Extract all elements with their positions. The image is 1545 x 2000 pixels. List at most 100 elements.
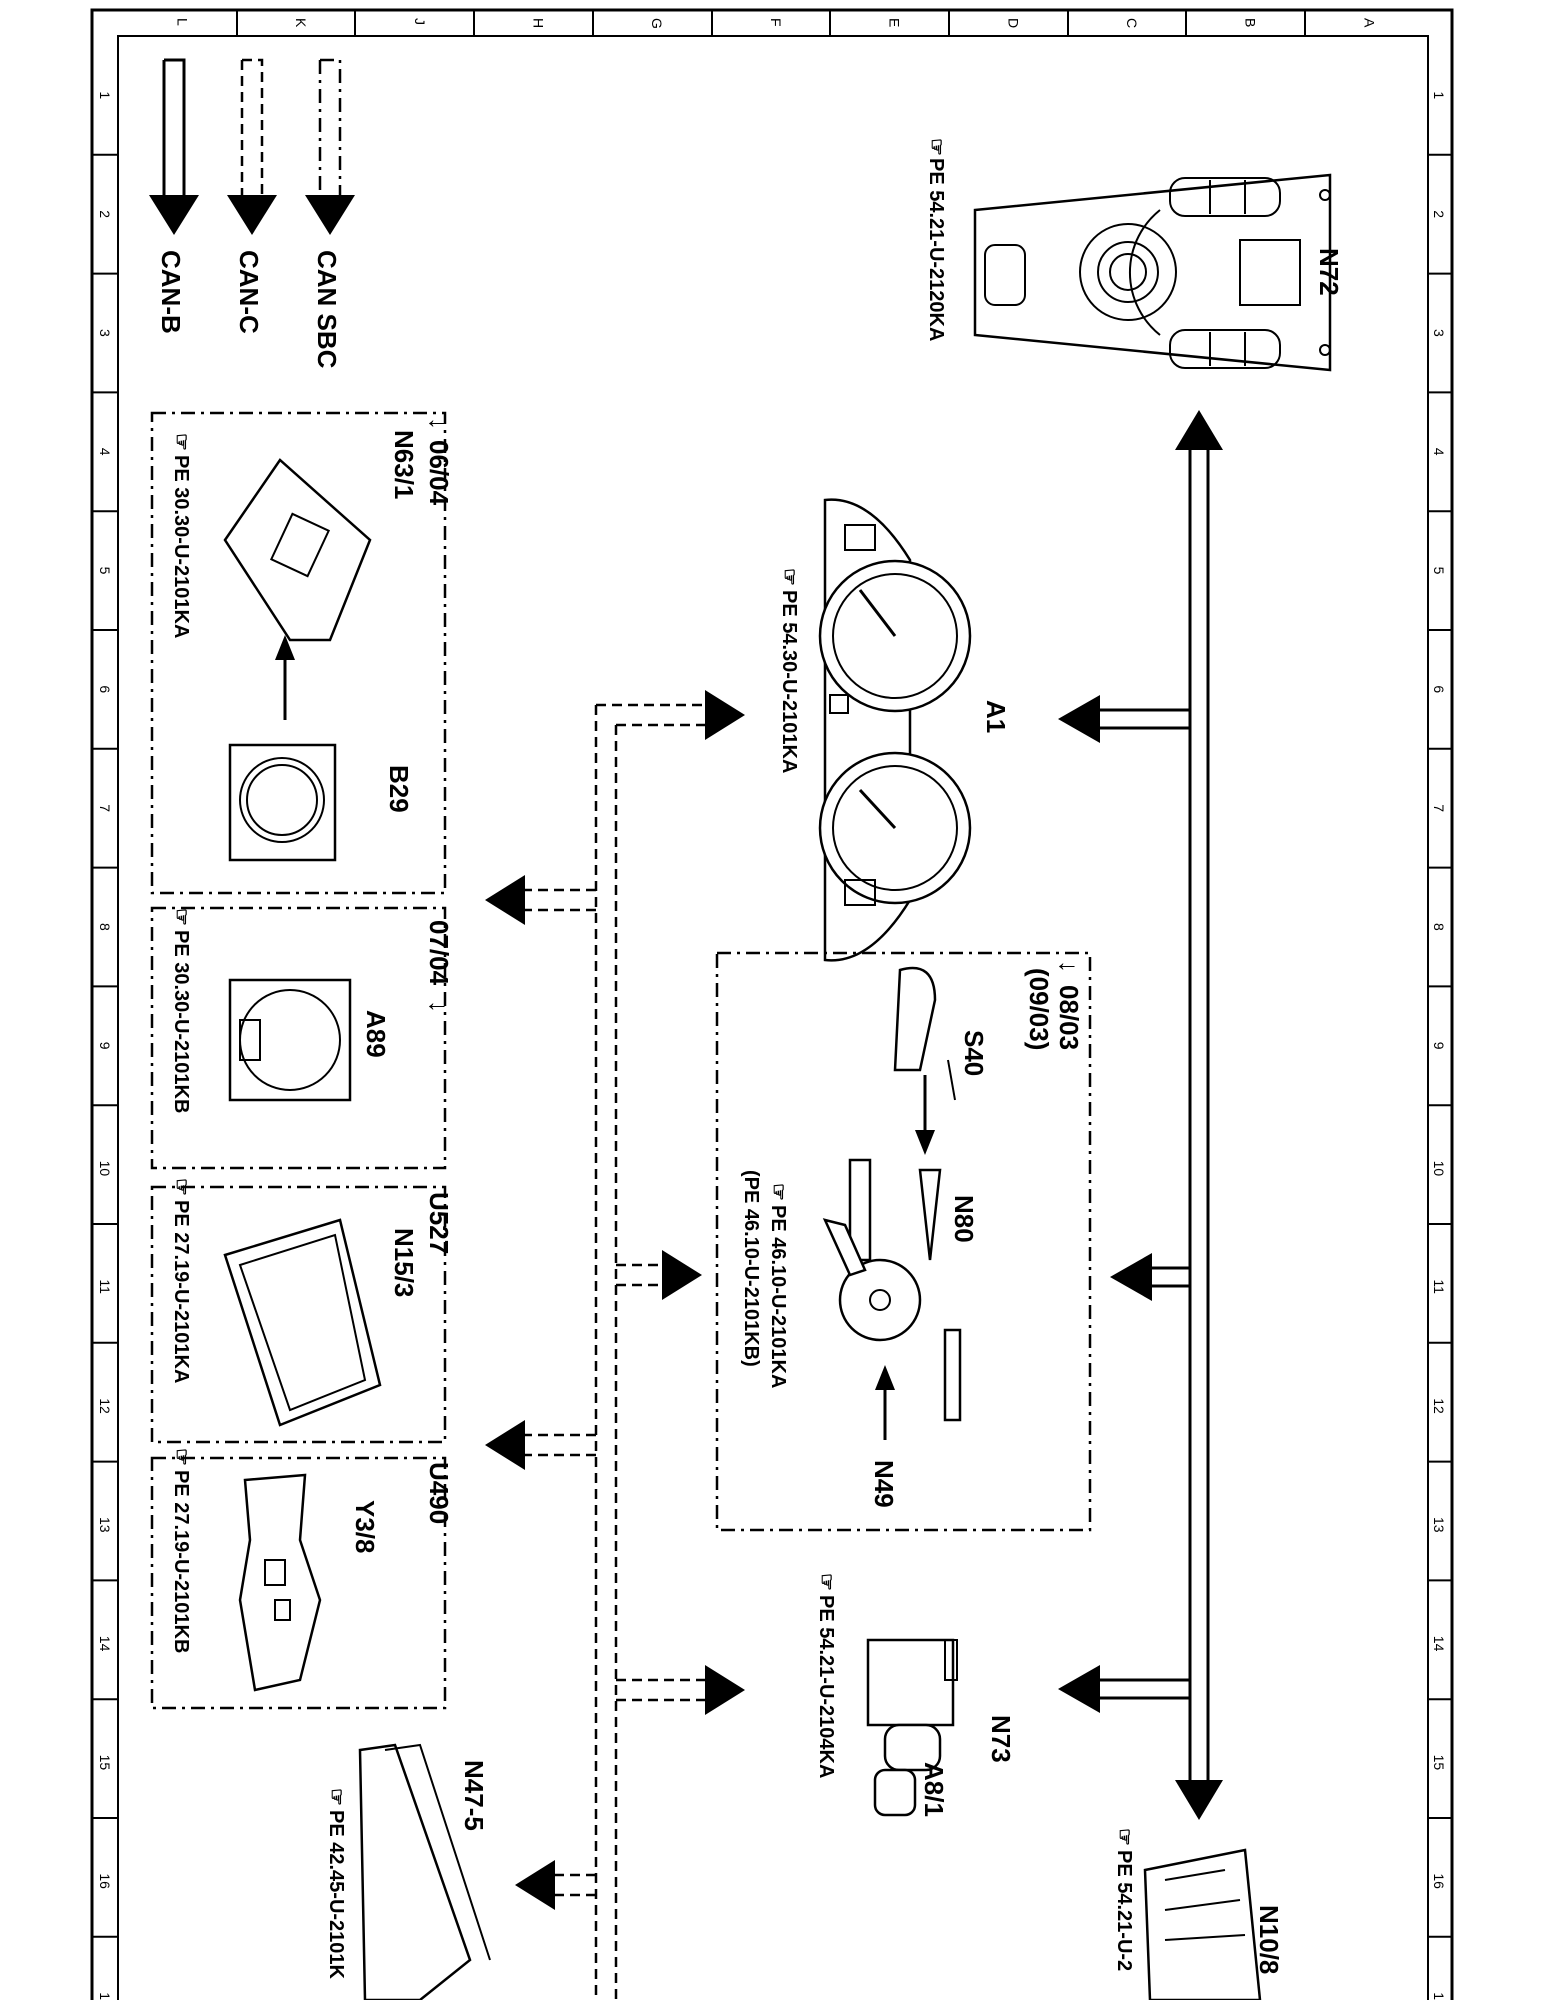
frame-row-label: 16 xyxy=(97,1873,113,1889)
frame-row-label: 4 xyxy=(1431,448,1447,456)
y3-ref-icon: ☞ xyxy=(170,1448,192,1466)
n15-group-code: U527 xyxy=(424,1192,454,1254)
frame-row-label: 9 xyxy=(1431,1042,1447,1050)
a89-label: A89 xyxy=(361,1010,391,1058)
a89-group-date: 07/04 xyxy=(424,920,454,986)
a1-ref-icon: ☞ xyxy=(778,568,800,586)
frame-row-label: 5 xyxy=(97,567,113,575)
frame-row-label: 7 xyxy=(97,804,113,812)
n47-ref-icon: ☞ xyxy=(325,1788,347,1806)
n47-ref: PE 42.45-U-2101K xyxy=(325,1810,347,1980)
frame-row-label: 8 xyxy=(1431,923,1447,931)
n63-group-date: 06/04 xyxy=(424,440,454,506)
frame-row-label: 12 xyxy=(1431,1398,1447,1414)
n63-ref: PE 30.30-U-2101KA xyxy=(170,455,192,638)
a89-group-date-arrow: ↓ xyxy=(424,1000,454,1013)
b29-label: B29 xyxy=(384,765,414,813)
frame-row-label: 4 xyxy=(97,448,113,456)
n80-ref2: (PE 46.10-U-2101KB) xyxy=(740,1170,762,1367)
component-group-n63: 06/04 ↓ N63/1 B29 PE 30.30-U-2101KA ☞ xyxy=(150,411,454,895)
n72-ref-icon: ☞ xyxy=(925,138,947,156)
frame-row-label: 11 xyxy=(97,1279,113,1294)
n72-ref: PE 54.21-U-2120KA xyxy=(925,158,947,341)
a1-label: A1 xyxy=(981,700,1011,733)
frame-col-label: E xyxy=(887,18,903,27)
legend-can-sbc-label: CAN SBC xyxy=(312,250,342,369)
frame-col-label: C xyxy=(1124,18,1140,28)
component-n73: N73 A8/1 PE 54.21-U-2104KA ☞ xyxy=(815,1573,1016,1817)
frame-row-label: 1 xyxy=(97,91,113,99)
frame-row-label: 13 xyxy=(97,1517,113,1533)
n80-label: N80 xyxy=(949,1195,979,1243)
legend-can-c-arrow xyxy=(240,58,264,200)
frame-row-label: 6 xyxy=(1431,685,1447,693)
frame-col-label: L xyxy=(174,18,190,26)
frame-col-label: H xyxy=(530,18,546,28)
frame-col-label: G xyxy=(649,18,665,29)
frame-row-label: 1 xyxy=(97,1992,113,2000)
n47-label: N47-5 xyxy=(459,1760,489,1831)
frame-row-label: 14 xyxy=(1431,1636,1447,1652)
n15-label: N15/3 xyxy=(389,1228,419,1297)
component-group-y3: U490 Y3/8 PE 27.19-U-2101KB ☞ xyxy=(150,1448,454,1710)
legend-can-b-arrow xyxy=(162,58,186,200)
component-n47: N47-5 PE 42.45-U-2101K ☞ xyxy=(325,1743,491,2000)
frame-row-label: 15 xyxy=(97,1755,113,1771)
frame-row-label: 10 xyxy=(97,1161,113,1177)
component-group-n15: U527 N15/3 PE 27.19-U-2101KA ☞ xyxy=(150,1178,454,1444)
y3-label: Y3/8 xyxy=(350,1500,380,1554)
frame-row-label: 14 xyxy=(97,1636,113,1652)
frame-row-label: 2 xyxy=(1431,210,1447,218)
frame-row-label: 8 xyxy=(97,923,113,931)
n80-group-date-note: (09/03) xyxy=(1024,968,1054,1050)
n10-ref: PE 54.21-U-2 xyxy=(1113,1850,1135,1971)
frame-col-label: J xyxy=(412,18,428,25)
a89-ref-icon: ☞ xyxy=(170,908,192,926)
n63-group-date-arrow: ↓ xyxy=(424,417,454,430)
n73-ref-icon: ☞ xyxy=(815,1573,837,1591)
can-b-bus xyxy=(1058,410,1223,1820)
frame-col-label: F xyxy=(768,18,784,27)
frame-row-label: 1 xyxy=(1431,91,1447,99)
n10-label: N10/8 xyxy=(1254,1905,1284,1974)
n49-label: N49 xyxy=(869,1460,899,1508)
a1-ref: PE 54.30-U-2101KA xyxy=(778,590,800,773)
frame-row-label: 12 xyxy=(97,1398,113,1414)
legend-can-c-label: CAN-C xyxy=(234,250,264,334)
frame-row-label: 7 xyxy=(1431,804,1447,812)
frame-col-label: A xyxy=(1361,18,1377,28)
frame-row-label: 1 xyxy=(1431,1992,1447,2000)
a89-ref: PE 30.30-U-2101KB xyxy=(170,930,192,1113)
n80-group-date: 08/03 xyxy=(1054,985,1084,1050)
n15-ref-icon: ☞ xyxy=(170,1178,192,1196)
legend-can-sbc-arrow xyxy=(318,58,342,200)
component-group-a89: 07/04 ↓ A89 PE 30.30-U-2101KB ☞ xyxy=(150,906,454,1170)
n10-ref-icon: ☞ xyxy=(1113,1828,1135,1846)
frame-row-label: 2 xyxy=(97,210,113,218)
n63-ref-icon: ☞ xyxy=(170,433,192,451)
y3-ref: PE 27.19-U-2101KB xyxy=(170,1470,192,1653)
frame-row-label: 3 xyxy=(97,329,113,337)
frame-row-label: 6 xyxy=(97,685,113,693)
component-group-n80: 08/03 ↓ (09/03) S40 N80 N49 PE 46.10-U-2… xyxy=(715,951,1092,1532)
frame-col-label: K xyxy=(293,18,309,28)
frame-row-label: 16 xyxy=(1431,1873,1447,1889)
s40-label: S40 xyxy=(959,1030,989,1076)
frame-row-label: 3 xyxy=(1431,329,1447,337)
n80-ref1: PE 46.10-U-2101KA xyxy=(767,1205,789,1388)
n80-ref1-icon: ☞ xyxy=(767,1183,789,1201)
frame-row-label: 13 xyxy=(1431,1517,1447,1533)
component-n72: N72 PE 54.21-U-2120KA ☞ xyxy=(925,138,1344,372)
frame-row-label: 15 xyxy=(1431,1755,1447,1771)
n73-sub: A8/1 xyxy=(919,1762,949,1817)
legend: CAN SBC CAN-C CAN-B xyxy=(149,58,355,369)
frame-col-label: D xyxy=(1005,18,1021,28)
n73-label: N73 xyxy=(986,1715,1016,1763)
component-n10: N10/8 PE 54.21-U-2 ☞ xyxy=(1113,1828,1284,2000)
n80-group-date-arrow: ↓ xyxy=(1054,960,1084,973)
frame-row-label: 11 xyxy=(1431,1279,1447,1294)
frame-row-label: 9 xyxy=(97,1042,113,1050)
legend-can-b-label: CAN-B xyxy=(156,250,186,334)
